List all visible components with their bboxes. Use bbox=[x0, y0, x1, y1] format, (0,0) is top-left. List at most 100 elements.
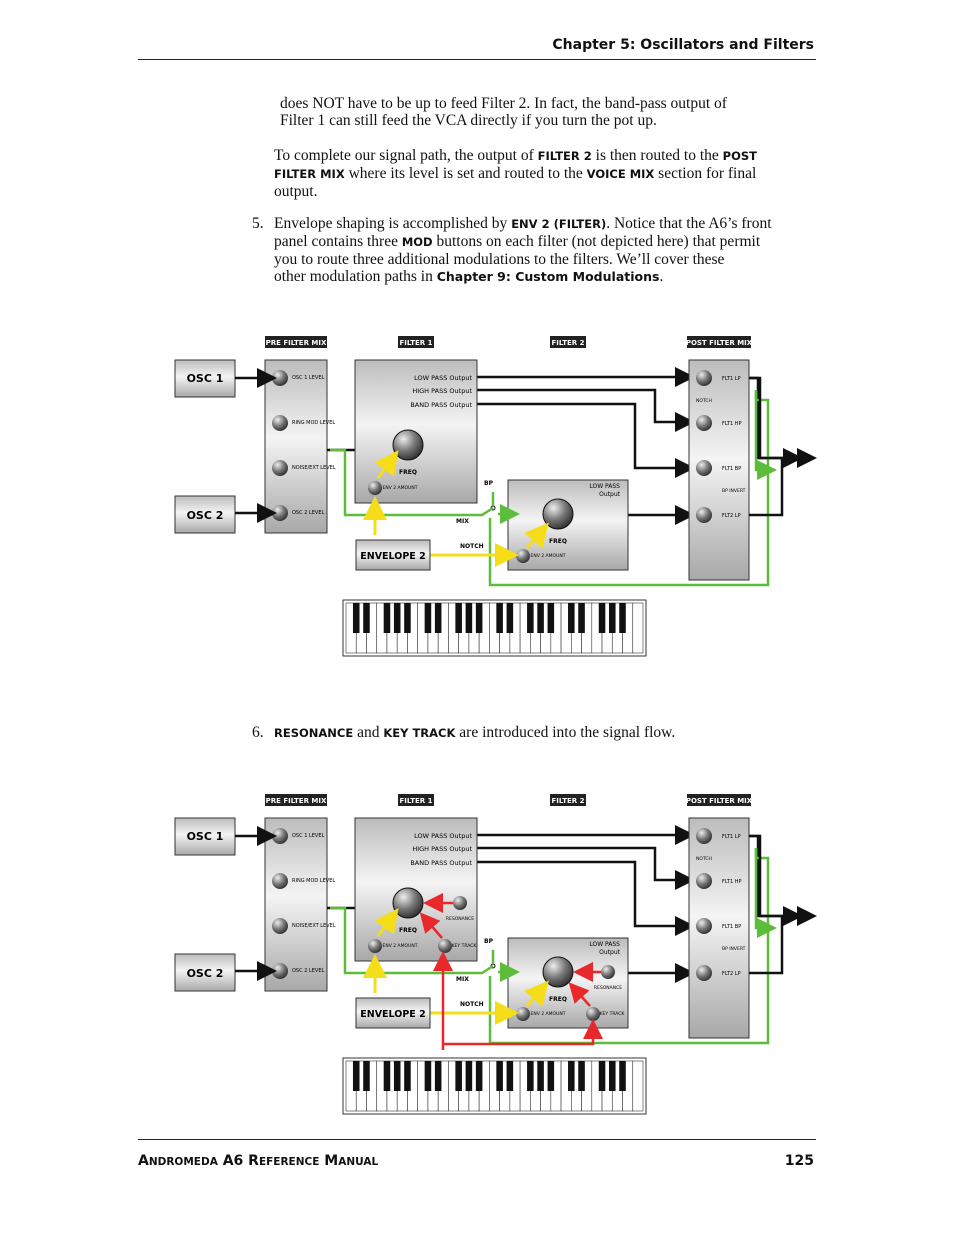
item5-b: ENV 2 (FILTER) bbox=[511, 217, 607, 231]
knob-icon bbox=[516, 1007, 530, 1021]
footer-c: A6 R bbox=[217, 1153, 259, 1169]
footer-d: EFERENCE bbox=[258, 1156, 320, 1168]
osc1-label: OSC 1 bbox=[187, 372, 224, 385]
p2-c: is then routed to the bbox=[591, 147, 723, 164]
black-key bbox=[404, 603, 411, 633]
f1-out-lp: LOW PASS Output bbox=[414, 832, 472, 840]
item5-number: 5. bbox=[252, 215, 264, 232]
post-bpinv: BP INVERT bbox=[722, 488, 746, 494]
osc1-label: OSC 1 bbox=[187, 830, 224, 843]
item6-number: 6. bbox=[252, 724, 264, 741]
black-key bbox=[527, 603, 534, 633]
item5-i: Chapter 9: Custom Modulations bbox=[436, 269, 660, 284]
label-filter-1: FILTER 1 bbox=[400, 339, 433, 347]
notch-label: NOTCH bbox=[460, 543, 484, 550]
wires-yellow bbox=[363, 450, 549, 567]
p2-b: FILTER 2 bbox=[537, 149, 592, 163]
post-notch: NOTCH bbox=[696, 856, 712, 862]
header-rule bbox=[138, 59, 816, 60]
filter1-panel: LOW PASS Output HIGH PASS Output BAND PA… bbox=[354, 817, 478, 962]
resonance-knob-icon bbox=[453, 896, 467, 910]
post-label-4: FLT2 LP bbox=[722, 971, 741, 977]
bp-label: BP bbox=[484, 480, 494, 487]
knob-icon bbox=[696, 828, 712, 844]
black-key bbox=[475, 603, 483, 633]
post-label-3: FLT1 BP bbox=[722, 924, 741, 930]
black-key bbox=[619, 1061, 626, 1091]
knob-icon bbox=[272, 415, 288, 431]
black-key bbox=[578, 1061, 585, 1091]
p2-g: VOICE MIX bbox=[586, 167, 655, 181]
footer-rule bbox=[138, 1139, 816, 1140]
keytrack-knob-icon bbox=[438, 939, 452, 953]
black-key bbox=[404, 1061, 411, 1091]
pre-filter-panel: OSC 1 LEVEL RING MOD LEVEL NOISE/EXT LEV… bbox=[264, 359, 336, 534]
output-wires bbox=[749, 376, 817, 517]
label-post-filter-mix: POST FILTER MIX bbox=[686, 339, 753, 347]
p2-i: output. bbox=[274, 183, 318, 200]
post-notch: NOTCH bbox=[696, 398, 712, 404]
item5-a: Envelope shaping is accomplished by bbox=[274, 215, 512, 232]
post-label-3: FLT1 BP bbox=[722, 466, 741, 472]
black-key bbox=[537, 1061, 544, 1091]
footer-manual-title: ANDROMEDA A6 REFERENCE MANUAL bbox=[138, 1153, 378, 1169]
notch-label: NOTCH bbox=[460, 1001, 484, 1008]
black-key bbox=[465, 1061, 473, 1091]
knob-icon bbox=[696, 370, 712, 386]
p2-f: where its level is set and routed to the bbox=[344, 165, 587, 182]
diagram-2: PRE FILTER MIX FILTER 1 FILTER 2 POST FI… bbox=[170, 788, 820, 1118]
item5-d: panel contains three bbox=[274, 233, 402, 250]
knob-icon bbox=[272, 873, 288, 889]
black-key bbox=[383, 603, 391, 633]
page-number: 125 bbox=[784, 1153, 814, 1169]
item6-a: RESONANCE bbox=[274, 726, 354, 740]
filter2-panel: LOW PASS Output FREQ ENV 2 AMOUNT RESONA… bbox=[507, 937, 629, 1029]
item6-b: and bbox=[353, 724, 384, 741]
pre-label-1: OSC 1 LEVEL bbox=[292, 833, 324, 839]
f1-freq: FREQ bbox=[399, 469, 417, 476]
knob-icon bbox=[368, 481, 382, 495]
black-key bbox=[598, 603, 606, 633]
knob-icon bbox=[696, 507, 712, 523]
label-pre-filter-mix: PRE FILTER MIX bbox=[266, 339, 327, 347]
black-key bbox=[363, 603, 370, 633]
black-key bbox=[363, 1061, 370, 1091]
mix-label: MIX bbox=[456, 976, 469, 983]
f1-out-hp: HIGH PASS Output bbox=[412, 845, 472, 853]
item5-j: . bbox=[659, 268, 664, 285]
knob-icon bbox=[696, 965, 712, 981]
black-key bbox=[352, 603, 360, 633]
post-label-1: FLT1 LP bbox=[722, 834, 741, 840]
filter1-panel: LOW PASS Output HIGH PASS Output BAND PA… bbox=[354, 359, 478, 504]
black-key bbox=[424, 603, 432, 633]
black-key bbox=[434, 1061, 442, 1091]
diagram-1: PRE FILTER MIX FILTER 1 FILTER 2 POST FI… bbox=[170, 330, 820, 660]
knob-icon bbox=[272, 370, 288, 386]
post-bpinv: BP INVERT bbox=[722, 946, 746, 952]
paragraph-2: To complete our signal path, the output … bbox=[274, 147, 757, 200]
item6-d: are introduced into the signal flow. bbox=[455, 724, 676, 741]
knob-icon bbox=[272, 963, 288, 979]
list-item-6: 6. RESONANCE and KEY TRACK are introduce… bbox=[252, 724, 675, 742]
black-key bbox=[455, 603, 462, 633]
list-item-5: 5. Envelope shaping is accomplished by E… bbox=[252, 215, 772, 285]
black-key bbox=[598, 1061, 606, 1091]
label-filter-2: FILTER 2 bbox=[552, 797, 585, 805]
f2-freq: FREQ bbox=[549, 538, 567, 545]
black-key bbox=[383, 1061, 391, 1091]
p1-line1: does NOT have to be up to feed Filter 2.… bbox=[280, 95, 727, 112]
black-key bbox=[434, 603, 442, 633]
bp-label: BP bbox=[484, 938, 494, 945]
item5-g: you to route three additional modulation… bbox=[274, 251, 725, 268]
f2-out: Output bbox=[599, 491, 620, 498]
wires-green bbox=[330, 390, 777, 587]
black-key bbox=[393, 603, 401, 633]
knob-icon bbox=[368, 939, 382, 953]
f1-out-hp: HIGH PASS Output bbox=[412, 387, 472, 395]
signal-flow-diagram-2: PRE FILTER MIX FILTER 1 FILTER 2 POST FI… bbox=[174, 794, 817, 1115]
f2-lp: LOW PASS bbox=[589, 483, 620, 490]
mix-label: MIX bbox=[456, 518, 469, 525]
f2-out: Output bbox=[599, 949, 620, 956]
black-key bbox=[547, 1061, 555, 1091]
knob-icon bbox=[272, 918, 288, 934]
